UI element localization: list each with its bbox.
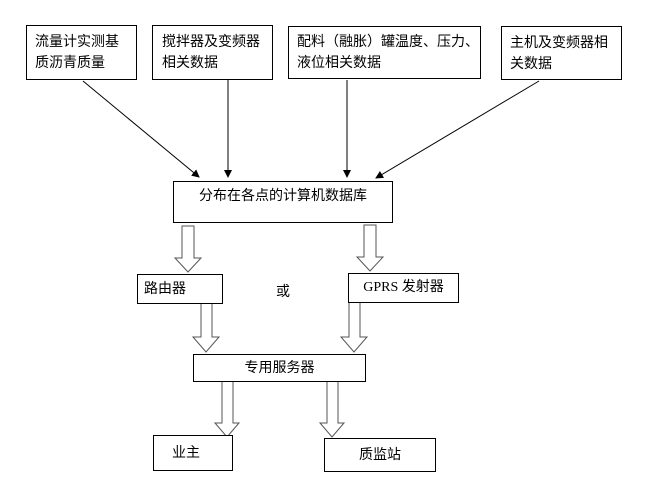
- node-label-line: 搅拌器及变频器: [162, 34, 260, 50]
- node-flow-meter: 流量计实测基 质沥青质量: [26, 25, 137, 80]
- block-arrow-router-to-server: [191, 302, 221, 353]
- node-database: 分布在各点的计算机数据库: [173, 181, 393, 223]
- node-label-line: 关数据: [510, 56, 552, 72]
- block-arrow-gprs-to-server: [339, 301, 369, 353]
- node-label-line: 配料（融胀）罐温度、压力、: [297, 34, 479, 50]
- node-mixer-vfd: 搅拌器及变频器 相关数据: [152, 25, 273, 80]
- node-label-line: 液位相关数据: [297, 55, 381, 71]
- node-gprs: GPRS 发射器: [348, 273, 459, 303]
- router-label: 路由器: [144, 281, 186, 297]
- node-station: 质监站: [324, 438, 436, 472]
- server-label: 专用服务器: [244, 360, 315, 376]
- node-label-line: 质沥青质量: [35, 55, 105, 71]
- node-router: 路由器: [137, 274, 223, 304]
- block-arrow-database-to-router: [173, 225, 203, 273]
- node-server: 专用服务器: [193, 354, 366, 382]
- node-label-line: 主机及变频器相: [510, 35, 608, 51]
- block-arrow-server-to-owner: [213, 380, 241, 438]
- edge-main-vfd-to-database: [375, 80, 540, 179]
- node-main-vfd: 主机及变频器相 关数据: [501, 26, 622, 80]
- node-owner: 业主: [153, 435, 233, 471]
- or-label: 或: [276, 284, 290, 300]
- block-arrow-database-to-gprs: [355, 224, 385, 272]
- station-label: 质监站: [359, 447, 401, 463]
- node-tank: 配料（融胀）罐温度、压力、 液位相关数据: [288, 26, 481, 79]
- node-label-line: 流量计实测基: [35, 34, 119, 50]
- database-label: 分布在各点的计算机数据库: [199, 188, 367, 204]
- node-label-line: 相关数据: [162, 55, 218, 71]
- gprs-label: GPRS 发射器: [363, 280, 444, 295]
- block-arrow-server-to-station: [318, 380, 346, 438]
- owner-label: 业主: [172, 445, 200, 461]
- edge-flow-meter-to-database: [82, 80, 200, 178]
